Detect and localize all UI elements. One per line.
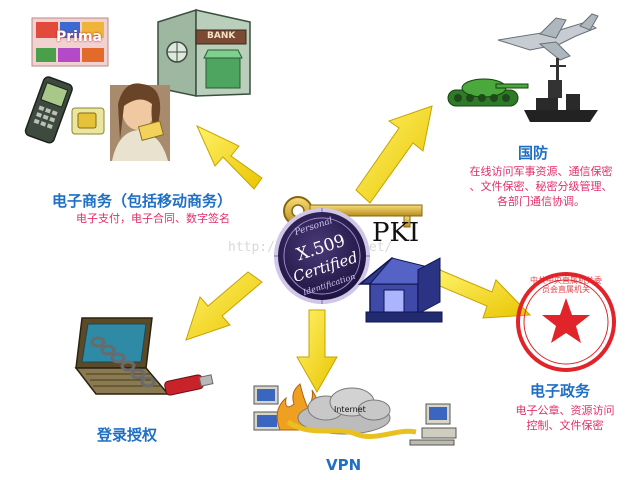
card-brand-label: Prima [56, 29, 102, 45]
warship-icon [524, 58, 598, 122]
bank-sign-label: BANK [207, 31, 236, 41]
vpn-title: VPN [326, 456, 362, 474]
defense-subtitle-line: 、文件保密、秘密分级管理、 [469, 180, 613, 193]
defense-subtitle-line: 在线访问军事资源、通信保密 [469, 165, 613, 178]
ecommerce-title: 电子商务（包括移动商务） [52, 192, 233, 210]
defense-subtitle-line: 各部门通信协调。 [497, 195, 585, 208]
laptop-icon [74, 317, 170, 395]
sim-card-icon [71, 107, 105, 135]
bank-safe-icon [157, 8, 251, 97]
gov-subtitle: 电子公章、资源访问 控制、文件保密 [506, 403, 624, 433]
vpn-right-computer-icon [409, 403, 457, 446]
mobile-phone-icon [24, 76, 73, 144]
pki-label: PKI [372, 218, 420, 248]
arrow-to-defense [355, 105, 433, 204]
arrow-to-vpn [296, 309, 338, 394]
credit-cards-icon [31, 17, 109, 67]
internet-cloud-label: Internet [334, 405, 366, 414]
vpn-left-computer-icon [253, 385, 281, 431]
gov-subtitle-line: 电子公章、资源访问 [515, 404, 615, 417]
official-seal-icon [516, 272, 616, 372]
arrow-to-ecommerce [195, 124, 263, 190]
internet-cloud-icon [297, 387, 391, 435]
gov-subtitle-line: 控制、文件保密 [526, 419, 604, 432]
woman-on-phone-photo [110, 83, 170, 161]
fighter-jet-icon [497, 13, 599, 61]
login-title: 登录授权 [97, 426, 158, 444]
official-seal-text: 中共中央直属机关委员会直属机关 [530, 276, 602, 294]
defense-subtitle: 在线访问军事资源、通信保密 、文件保密、秘密分级管理、 各部门通信协调。 [462, 164, 620, 209]
bank-building-icon [357, 257, 443, 323]
arrow-to-gov [434, 269, 532, 319]
defense-title: 国防 [518, 144, 549, 162]
arrow-to-login [185, 271, 263, 341]
tank-icon [447, 78, 529, 107]
usb-key-icon [164, 374, 214, 396]
ecommerce-subtitle: 电子支付，电子合同、数字签名 [76, 212, 230, 225]
vpn-tunnel-line [286, 419, 417, 440]
chain-lock-icon [90, 336, 156, 388]
gov-title: 电子政务 [530, 382, 591, 400]
certificate-seal-icon [274, 208, 370, 304]
